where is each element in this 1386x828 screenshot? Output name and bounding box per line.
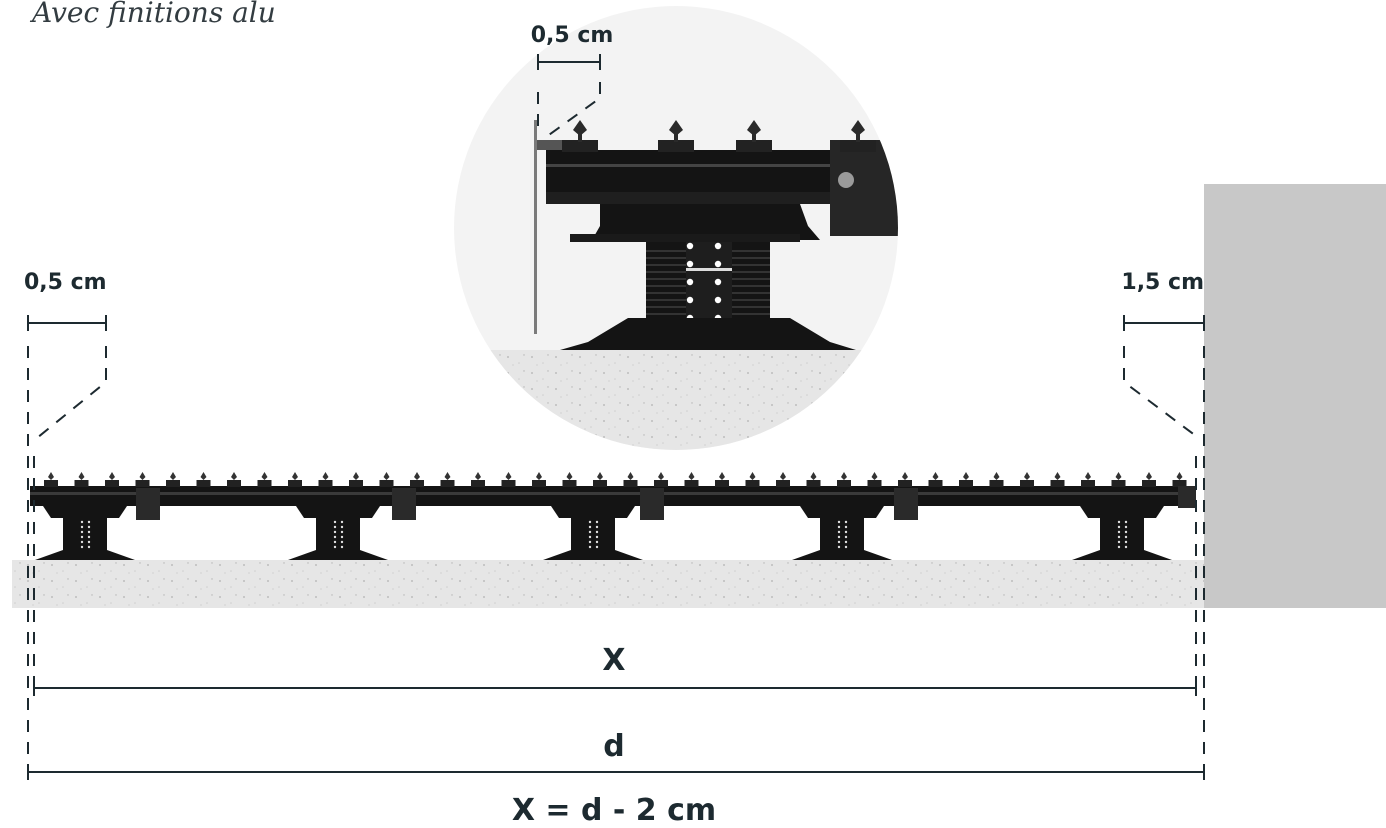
x-dimension: X xyxy=(33,456,1197,696)
right-gap-dimension: 1,5 cm xyxy=(1121,270,1205,780)
ground-slab xyxy=(12,560,1204,608)
deck-structure xyxy=(30,472,1196,560)
detail-screw-icon xyxy=(838,172,854,188)
left-gap-label: 0,5 cm xyxy=(24,270,107,295)
wall-block xyxy=(1204,184,1386,608)
joint-bracket xyxy=(136,488,160,520)
right-gap-label: 1,5 cm xyxy=(1121,270,1204,295)
x-dimension-label: X xyxy=(602,643,625,678)
deck-pedestals xyxy=(35,506,1172,560)
pedestal xyxy=(1072,506,1172,560)
detail-pedestal-base xyxy=(560,318,856,350)
detail-alu-profile xyxy=(534,120,537,334)
detail-joist xyxy=(546,150,838,192)
detail-pedestal-head xyxy=(592,204,820,240)
diagram-title: Avec finitions alu xyxy=(29,0,276,29)
pedestal xyxy=(543,506,643,560)
d-dimension-label: d xyxy=(603,729,624,764)
pedestal xyxy=(35,506,135,560)
formula-label: X = d - 2 cm xyxy=(512,793,716,828)
pedestal xyxy=(792,506,892,560)
detail-gap-dimension: 0,5 cm xyxy=(531,23,614,141)
d-dimension: d xyxy=(27,729,1205,780)
deck-beam xyxy=(30,486,1196,506)
joint-bracket xyxy=(894,488,918,520)
detail-magnifier xyxy=(454,6,898,450)
deck-clips xyxy=(44,472,1196,520)
detail-ground xyxy=(454,350,898,450)
joint-bracket xyxy=(392,488,416,520)
pedestal xyxy=(288,506,388,560)
detail-gap-label: 0,5 cm xyxy=(531,23,614,48)
end-cap xyxy=(1178,486,1196,508)
detail-end-cap xyxy=(830,140,898,236)
left-gap-dimension: 0,5 cm xyxy=(24,270,107,780)
joint-bracket xyxy=(640,488,664,520)
